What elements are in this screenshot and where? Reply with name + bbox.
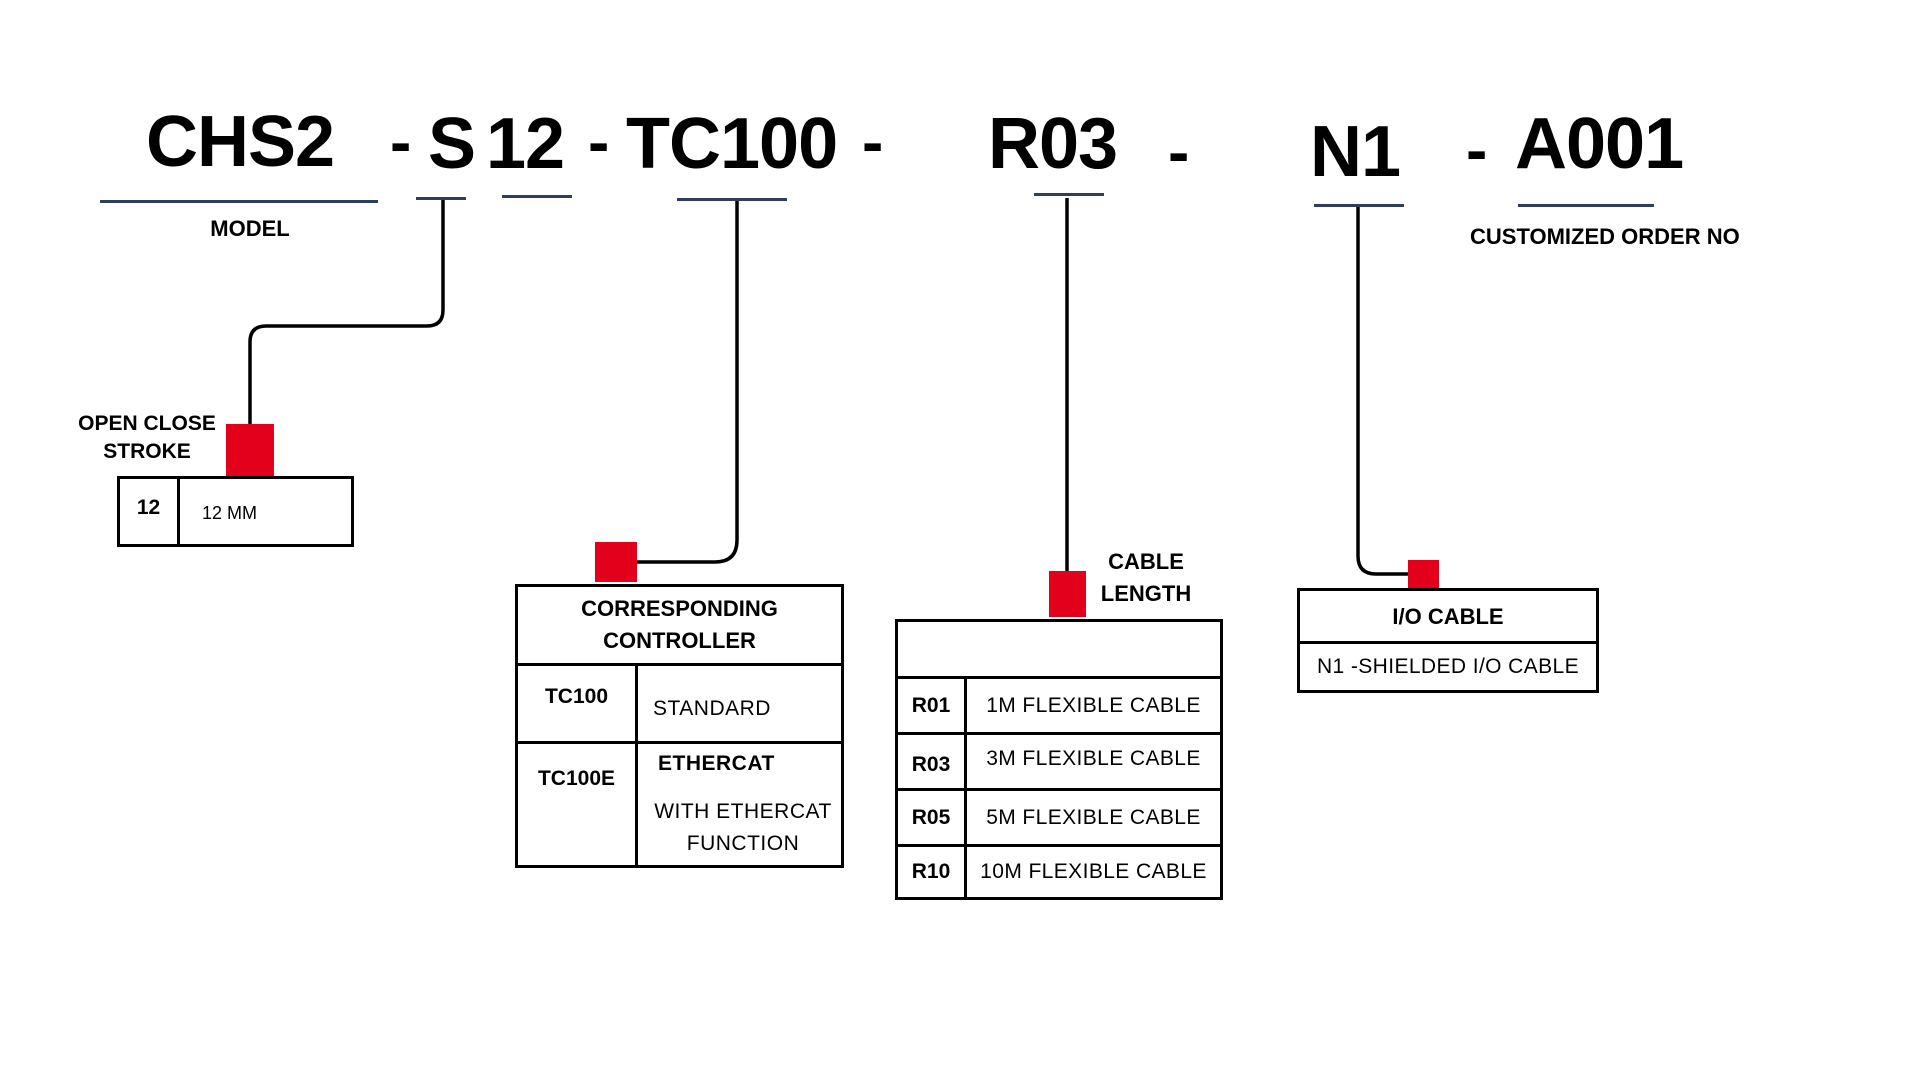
stroke-prefix-underline [416, 197, 466, 200]
cable-length-row-divider-3 [898, 844, 1220, 847]
stroke-marker [226, 424, 274, 476]
controller-header: CORRESPONDING CONTROLLER [518, 587, 841, 663]
io-cable-code: N1 [1310, 112, 1401, 192]
controller-header-divider [518, 663, 841, 666]
separator-1: - [390, 106, 412, 178]
cable-length-header-divider [898, 676, 1220, 679]
io-cable-header: I/O CABLE [1392, 604, 1504, 629]
cable-length-row-divider-1 [898, 732, 1220, 735]
stroke-title-line2: STROKE [103, 440, 191, 464]
cable-length-marker [1049, 571, 1086, 617]
controller-row-2-desc-line2: FUNCTION [686, 831, 800, 855]
cable-row-3-desc: 5M FLEXIBLE CABLE [986, 805, 1201, 829]
io-cable-underline [1314, 204, 1404, 207]
separator-3: - [862, 106, 884, 178]
cable-row-4-desc: 10M FLEXIBLE CABLE [980, 860, 1207, 883]
io-cable-header-divider [1300, 641, 1596, 644]
stroke-code: 12 [486, 104, 565, 184]
controller-row-2-desc-body: WITH ETHERCAT FUNCTION [644, 796, 842, 859]
controller-connector [637, 199, 739, 564]
cable-length-row-divider-2 [898, 788, 1220, 791]
order-code: A001 [1515, 104, 1684, 184]
controller-col-divider [635, 663, 638, 865]
cable-length-title: CABLE LENGTH [1092, 546, 1200, 610]
separator-2: - [588, 106, 610, 178]
stroke-table: 12 12 MM [117, 476, 354, 547]
controller-row-2-desc-title: ETHERCAT [658, 752, 775, 775]
stroke-underline [502, 195, 572, 198]
controller-row-1-desc: STANDARD [653, 696, 771, 720]
cable-row-1-code: R01 [911, 693, 951, 717]
stroke-title-line1: OPEN CLOSE [78, 412, 216, 435]
io-cable-connector [1356, 206, 1409, 576]
cable-row-2-code: R03 [911, 752, 951, 776]
cable-row-1-desc: 1M FLEXIBLE CABLE [986, 693, 1201, 717]
model-code: CHS2 [146, 102, 335, 182]
stroke-col-divider [177, 479, 180, 544]
stroke-prefix-code: S [428, 104, 476, 184]
io-cable-marker [1408, 560, 1439, 588]
model-underline [100, 200, 378, 203]
model-caption: MODEL [210, 216, 290, 241]
controller-table: CORRESPONDING CONTROLLER TC100 STANDARD … [515, 584, 844, 868]
controller-row-2-code: TC100E [537, 767, 616, 790]
stroke-row-code: 12 [136, 495, 161, 519]
cable-row-3-code: R05 [911, 805, 951, 829]
controller-row-divider [518, 741, 841, 744]
controller-underline [677, 198, 787, 201]
stroke-row-desc: 12 MM [202, 503, 258, 523]
separator-5: - [1466, 114, 1488, 186]
controller-title-line2: CONTROLLER [603, 628, 756, 653]
controller-marker [595, 542, 637, 582]
order-caption: CUSTOMIZED ORDER NO [1470, 224, 1740, 249]
order-underline [1518, 204, 1654, 207]
controller-code: TC100 [626, 104, 838, 184]
controller-title-line1: CORRESPONDING [581, 596, 778, 622]
controller-row-2-desc-line1: WITH ETHERCAT [654, 800, 832, 823]
io-cable-row-desc: N1 -SHIELDED I/O CABLE [1316, 655, 1580, 678]
cable-length-underline [1034, 193, 1104, 196]
separator-4: - [1168, 116, 1190, 188]
controller-row-1-code: TC100 [544, 684, 609, 708]
cable-row-4-code: R10 [911, 860, 951, 883]
controller-row-2-desc: ETHERCAT WITH ETHERCAT FUNCTION [638, 744, 844, 865]
cable-row-2-desc: 3M FLEXIBLE CABLE [986, 746, 1201, 770]
stroke-connector [248, 199, 445, 424]
cable-length-title-line2: LENGTH [1100, 580, 1192, 606]
cable-length-code: R03 [988, 104, 1118, 184]
cable-length-table: R01 1M FLEXIBLE CABLE R03 3M FLEXIBLE CA… [895, 619, 1223, 900]
cable-length-col-divider [964, 676, 967, 897]
stroke-title: OPEN CLOSE STROKE [72, 410, 222, 467]
cable-length-title-line1: CABLE [1108, 549, 1184, 574]
io-cable-table: I/O CABLE N1 -SHIELDED I/O CABLE [1297, 588, 1599, 693]
